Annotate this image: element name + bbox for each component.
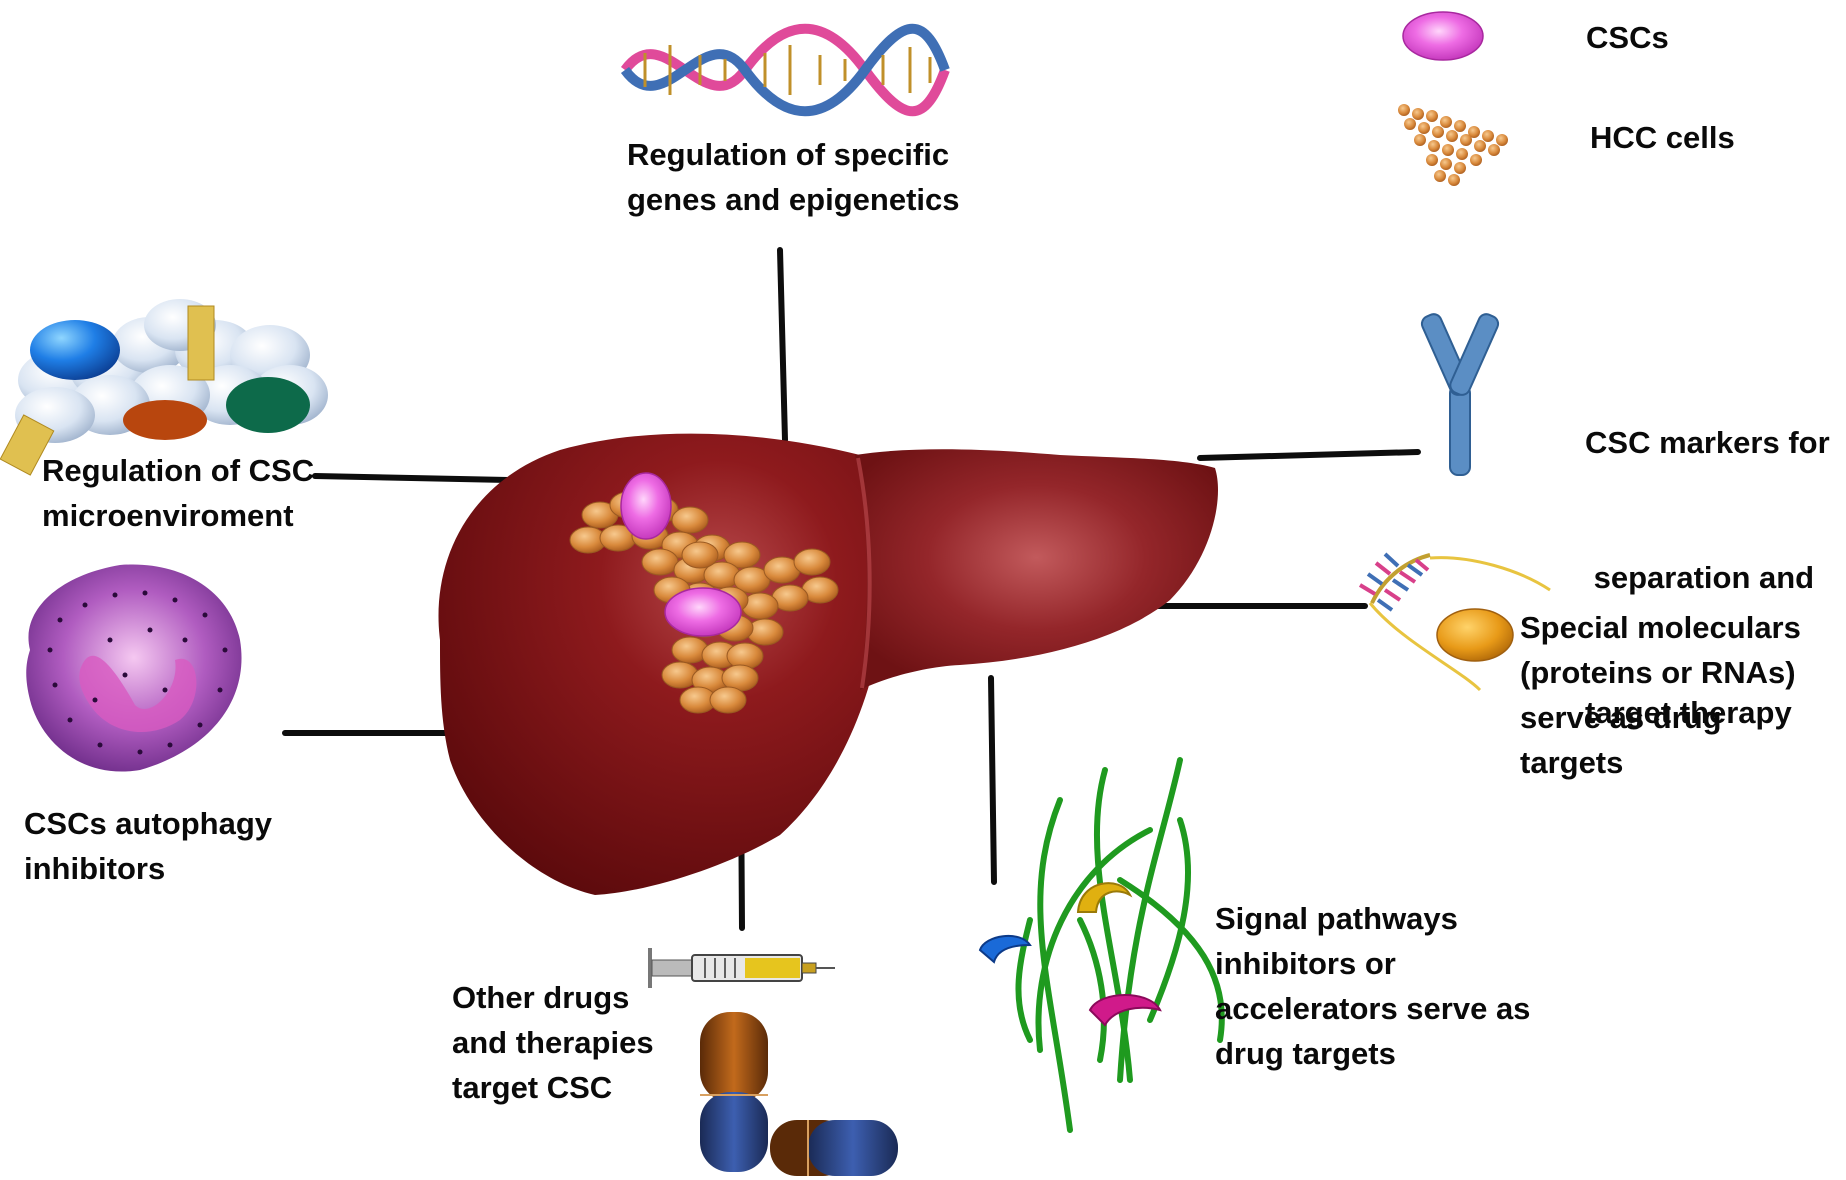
label-molecules-line-2: (proteins or RNAs) [1520, 655, 1796, 690]
liver-left-lobe [438, 433, 891, 895]
legend-csc-label: CSCs [1586, 20, 1669, 55]
label-genes-line-1: Regulation of specific [627, 137, 950, 172]
label-drugs-line-2: and therapies [452, 1025, 654, 1060]
label-signal-line-3: accelerators serve as [1215, 991, 1531, 1026]
label-microenv: Regulation of CSC microenviroment [42, 448, 314, 538]
legend-hcc-label: HCC cells [1590, 120, 1735, 155]
signal-pathway-icon [978, 757, 1225, 1133]
connector-microenv [312, 473, 511, 483]
label-markers-line-1: CSC markers for [1585, 425, 1830, 460]
fiber-rect-2 [0, 414, 55, 476]
autophagy-cell-icon [26, 564, 242, 772]
label-signal-line-2: inhibitors or [1215, 946, 1396, 981]
molecule-icon [1358, 552, 1551, 692]
label-molecules: Special moleculars (proteins or RNAs) se… [1520, 605, 1801, 785]
microenvironment-icon [0, 299, 328, 476]
syringe-icon [648, 948, 835, 988]
green-cell [226, 377, 310, 433]
dna-helix-icon [620, 23, 950, 117]
label-signal-line-4: drug targets [1215, 1036, 1396, 1071]
orange-cell [123, 400, 207, 440]
capsule-vertical [700, 1012, 768, 1172]
label-drugs-line-1: Other drugs [452, 980, 630, 1015]
antibody-icon [1420, 313, 1500, 476]
label-markers: CSC markers for separation and target th… [1585, 330, 1830, 780]
blue-cell [30, 320, 120, 380]
fiber-rect-1 [187, 305, 215, 381]
label-molecules-line-3: serve as drug [1520, 700, 1722, 735]
legend-icons [1398, 11, 1508, 186]
label-autophagy: CSCs autophagy inhibitors [24, 801, 272, 891]
liver-right-lobe [855, 449, 1218, 690]
capsule-icons [700, 1012, 898, 1176]
label-markers-line-3: target therapy [1585, 695, 1792, 730]
connector-signal [988, 675, 997, 885]
csc-cell-lower [664, 587, 742, 637]
hcc-legend-icon [1398, 104, 1508, 186]
liver [438, 433, 1218, 895]
label-signal: Signal pathways inhibitors or accelerato… [1215, 896, 1530, 1076]
connector-markers [1197, 449, 1421, 461]
label-markers-line-2: separation and [1585, 560, 1815, 595]
label-microenv-line-1: Regulation of CSC [42, 453, 315, 488]
label-autophagy-line-1: CSCs autophagy [24, 806, 273, 841]
csc-legend-icon [1402, 11, 1484, 61]
molecule-cell [1436, 608, 1514, 662]
label-molecules-line-4: targets [1520, 745, 1624, 780]
label-genes: Regulation of specific genes and epigene… [627, 132, 960, 222]
label-drugs-line-3: target CSC [452, 1070, 613, 1105]
tumor-cluster [569, 472, 839, 714]
liver-fissure [856, 457, 872, 689]
blue-receptor [978, 934, 1032, 964]
capsule-horizontal [770, 1120, 898, 1176]
connector-genes [777, 247, 788, 443]
yellow-receptor [1076, 882, 1133, 913]
label-autophagy-line-2: inhibitors [24, 851, 166, 886]
label-genes-line-2: genes and epigenetics [627, 182, 960, 217]
label-signal-line-1: Signal pathways [1215, 901, 1458, 936]
label-molecules-line-1: Special moleculars [1520, 610, 1801, 645]
label-microenv-line-2: microenviroment [42, 498, 294, 533]
magenta-receptor [1088, 994, 1162, 1027]
csc-cell-upper [620, 472, 672, 540]
label-drugs: Other drugs and therapies target CSC [452, 975, 654, 1110]
